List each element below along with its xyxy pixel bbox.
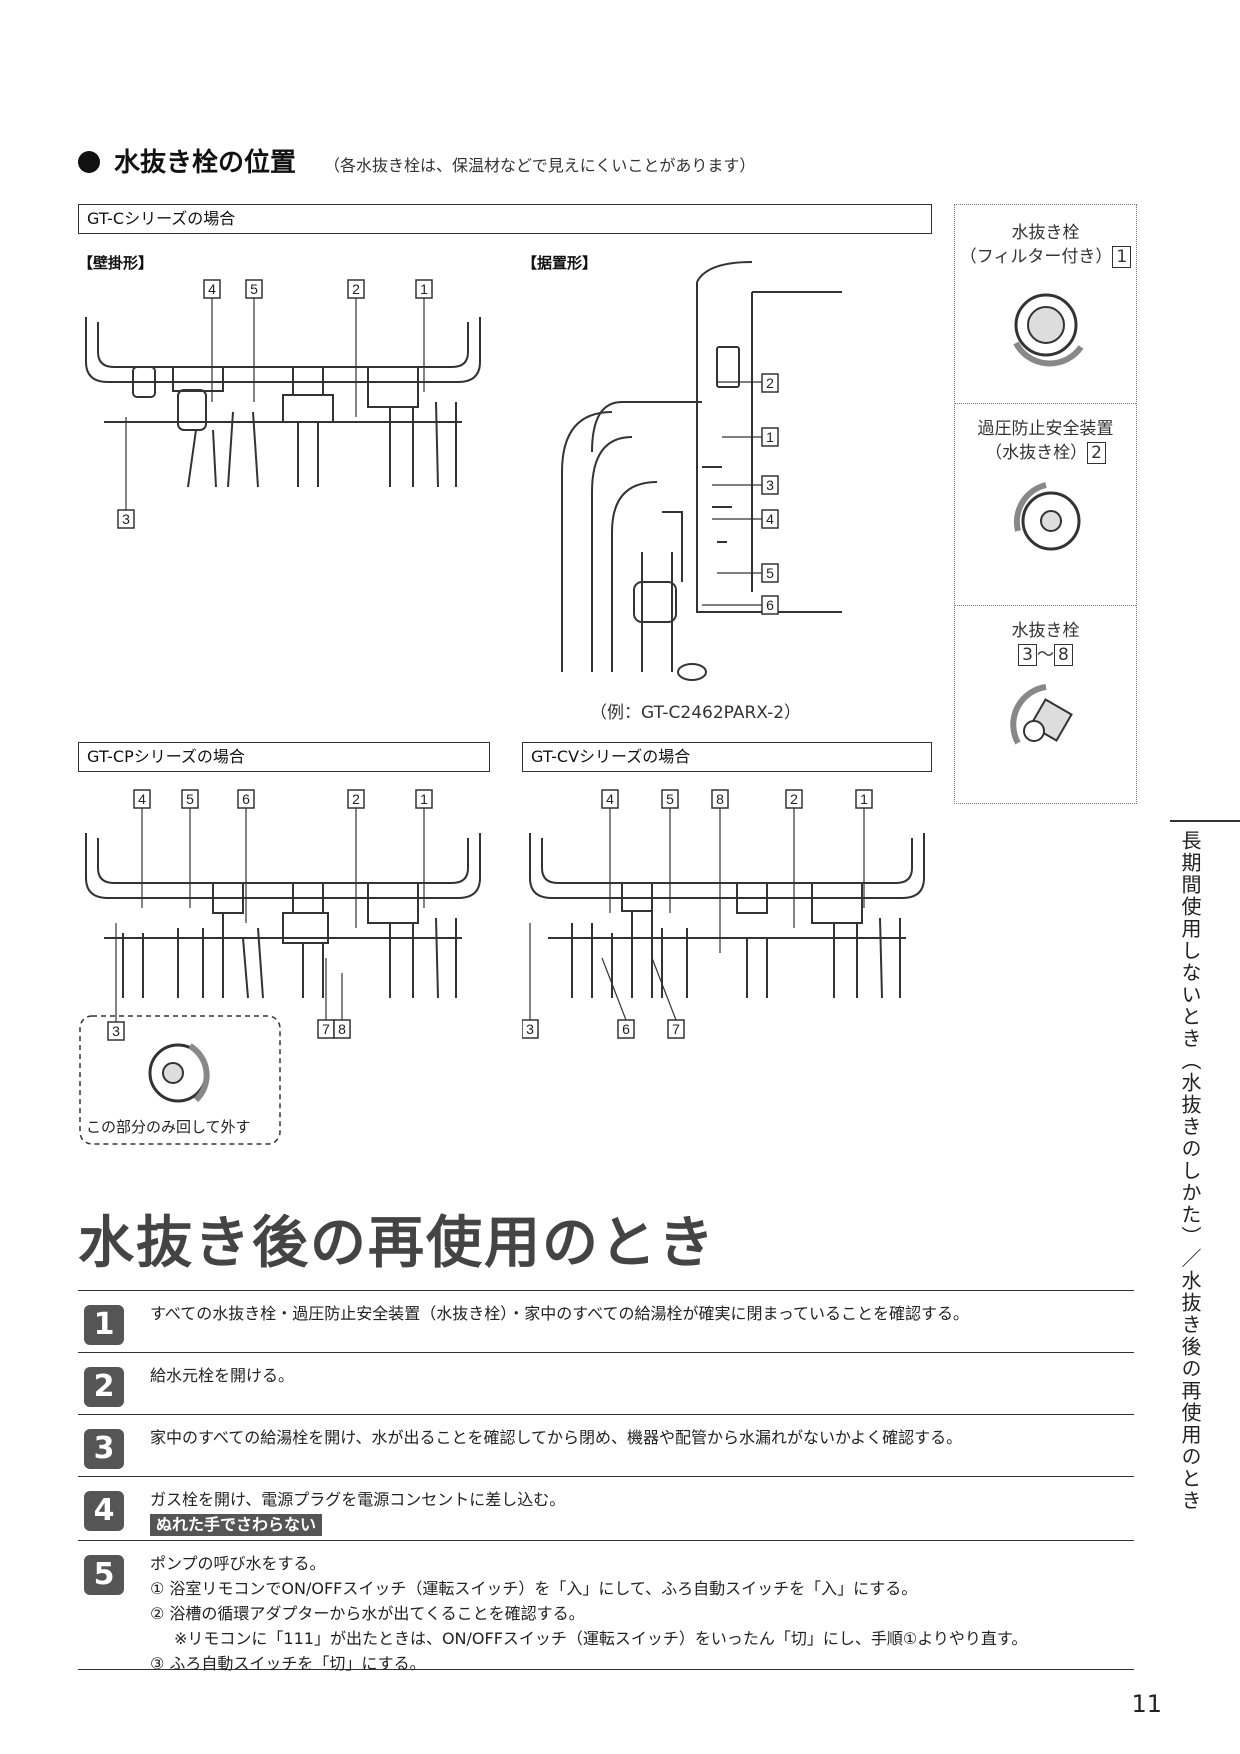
bullet-icon bbox=[78, 151, 100, 173]
step-4: 4 ガス栓を開け、電源プラグを電源コンセントに差し込む。 ぬれた手でさわらない bbox=[78, 1476, 1134, 1540]
safety-valve-icon bbox=[1013, 482, 1080, 551]
gt-c-series-label: GT-Cシリーズの場合 bbox=[78, 204, 932, 234]
cv-callout-8: 8 bbox=[716, 791, 724, 807]
page-number: 11 bbox=[1131, 1690, 1162, 1718]
gt-cp-diagram: 4 5 6 2 1 3 7 8 bbox=[78, 788, 488, 1148]
cp-callout-4: 4 bbox=[138, 791, 146, 807]
floor-mount-diagram: 2 1 3 4 5 6 bbox=[522, 252, 882, 692]
section-note: （各水抜き栓は、保温材などで見えにくいことがあります） bbox=[324, 156, 756, 175]
floor-callout-5: 5 bbox=[766, 565, 774, 581]
wall-callout-1: 1 bbox=[420, 281, 428, 297]
floor-callout-3: 3 bbox=[766, 477, 774, 493]
cv-callout-4: 4 bbox=[606, 791, 614, 807]
step-5-number: 5 bbox=[84, 1555, 124, 1595]
callout-panel-3: 水抜き栓 3〜8 bbox=[955, 619, 1136, 780]
cp-callout-1: 1 bbox=[420, 791, 428, 807]
cp-callout-3: 3 bbox=[112, 1023, 120, 1039]
step-1: 1 すべての水抜き栓・過圧防止安全装置（水抜き栓）・家中のすべての給湯栓が確実に… bbox=[78, 1290, 1134, 1352]
callout-2-num: 2 bbox=[1087, 442, 1106, 464]
step-2-text: 給水元栓を開ける。 bbox=[150, 1366, 295, 1385]
step-2: 2 給水元栓を開ける。 bbox=[78, 1352, 1134, 1414]
wall-callout-4: 4 bbox=[208, 281, 216, 297]
callout-3-num-a: 3 bbox=[1018, 644, 1037, 666]
step-4-text: ガス栓を開け、電源プラグを電源コンセントに差し込む。 bbox=[150, 1490, 566, 1509]
example-model-caption: （例：GT-C2462PARX-2） bbox=[590, 703, 802, 723]
cp-callout-7: 7 bbox=[322, 1021, 330, 1037]
callout-panel-1: 水抜き栓 （フィルター付き）1 bbox=[955, 221, 1136, 382]
cv-callout-2: 2 bbox=[790, 791, 798, 807]
step-5-sub1: ① 浴室リモコンでON/OFFスイッチ（運転スイッチ）を「入」にして、ふろ自動ス… bbox=[150, 1579, 918, 1598]
floor-callout-1: 1 bbox=[766, 429, 774, 445]
callout-3-line1: 水抜き栓 bbox=[1011, 621, 1080, 641]
callout-3-num-b: 8 bbox=[1054, 644, 1073, 666]
reuse-title: 水抜き後の再使用のとき bbox=[78, 1211, 716, 1276]
callout-1-num: 1 bbox=[1112, 246, 1132, 268]
step-4-number: 4 bbox=[84, 1491, 124, 1531]
cv-callout-1: 1 bbox=[860, 791, 868, 807]
cp-callout-8: 8 bbox=[338, 1021, 346, 1037]
reuse-steps: 1 すべての水抜き栓・過圧防止安全装置（水抜き栓）・家中のすべての給湯栓が確実に… bbox=[78, 1290, 1134, 1673]
step-5-text: ポンプの呼び水をする。 bbox=[150, 1554, 326, 1573]
step-3: 3 家中のすべての給湯栓を開け、水が出ることを確認してから閉め、機器や配管から水… bbox=[78, 1414, 1134, 1476]
wall-mount-label: 【壁掛形】 bbox=[78, 254, 154, 272]
wall-callout-5: 5 bbox=[250, 281, 258, 297]
cv-callout-7: 7 bbox=[672, 1021, 680, 1037]
floor-callout-6: 6 bbox=[766, 597, 774, 613]
step-3-number: 3 bbox=[84, 1429, 124, 1469]
step-4-warning: ぬれた手でさわらない bbox=[150, 1514, 323, 1536]
cp-callout-5: 5 bbox=[186, 791, 194, 807]
floor-mount-label: 【据置形】 bbox=[522, 254, 598, 272]
step-2-number: 2 bbox=[84, 1367, 124, 1407]
section-heading: 水抜き栓の位置 （各水抜き栓は、保温材などで見えにくいことがあります） bbox=[78, 142, 755, 179]
callout-1-line1: 水抜き栓 bbox=[1011, 223, 1080, 243]
step-1-text: すべての水抜き栓・過圧防止安全装置（水抜き栓）・家中のすべての給湯栓が確実に閉ま… bbox=[150, 1304, 970, 1323]
gt-cp-series-label: GT-CPシリーズの場合 bbox=[78, 742, 490, 772]
floor-callout-4: 4 bbox=[766, 511, 774, 527]
gt-cv-diagram: 4 5 8 2 1 3 6 7 bbox=[522, 788, 932, 1048]
step-1-number: 1 bbox=[84, 1305, 124, 1345]
callout-2-line2: （水抜き栓） bbox=[985, 443, 1088, 463]
cv-callout-3: 3 bbox=[526, 1021, 534, 1037]
wall-mount-diagram: 4 5 2 1 3 bbox=[78, 272, 488, 534]
cv-callout-6: 6 bbox=[622, 1021, 630, 1037]
drain-plug-icon bbox=[1009, 684, 1073, 745]
section-title: 水抜き栓の位置 bbox=[114, 148, 297, 178]
gt-cv-series-label: GT-CVシリーズの場合 bbox=[522, 742, 932, 772]
callout-3-sep: 〜 bbox=[1037, 645, 1054, 665]
cp-detail-note: この部分のみ回して外す bbox=[86, 1118, 251, 1136]
callout-1-line2: （フィルター付き） bbox=[959, 247, 1113, 267]
step-3-text: 家中のすべての給湯栓を開け、水が出ることを確認してから閉め、機器や配管から水漏れ… bbox=[150, 1428, 963, 1447]
drain-plug-callout-panel: 水抜き栓 （フィルター付き）1 過圧防止安全装置 （水抜き栓）2 水抜き栓 3〜… bbox=[954, 204, 1137, 804]
floor-callout-2: 2 bbox=[766, 375, 774, 391]
wall-callout-3: 3 bbox=[122, 511, 130, 527]
step-5-sub2-note: ※リモコンに「111」が出たときは、ON/OFFスイッチ（運転スイッチ）をいった… bbox=[174, 1629, 1028, 1648]
sidebar-rule bbox=[1170, 820, 1240, 822]
cp-callout-6: 6 bbox=[242, 791, 250, 807]
filter-drain-plug-icon bbox=[1012, 293, 1083, 367]
step-5-sub3: ③ ふろ自動スイッチを「切」にする。 bbox=[150, 1654, 426, 1673]
callout-2-line1: 過圧防止安全装置 bbox=[977, 419, 1114, 439]
sidebar-section-label: 長期間使用しないとき（水抜きのしかた）／水抜き後の再使用のとき bbox=[1178, 830, 1202, 1512]
wall-callout-2: 2 bbox=[352, 281, 360, 297]
cp-callout-2: 2 bbox=[352, 791, 360, 807]
callout-panel-2: 過圧防止安全装置 （水抜き栓）2 bbox=[955, 417, 1136, 578]
step-5-sub2: ② 浴槽の循環アダプターから水が出てくることを確認する。 bbox=[150, 1604, 585, 1623]
cv-callout-5: 5 bbox=[666, 791, 674, 807]
step-5: 5 ポンプの呼び水をする。 ① 浴室リモコンでON/OFFスイッチ（運転スイッチ… bbox=[78, 1540, 1134, 1673]
